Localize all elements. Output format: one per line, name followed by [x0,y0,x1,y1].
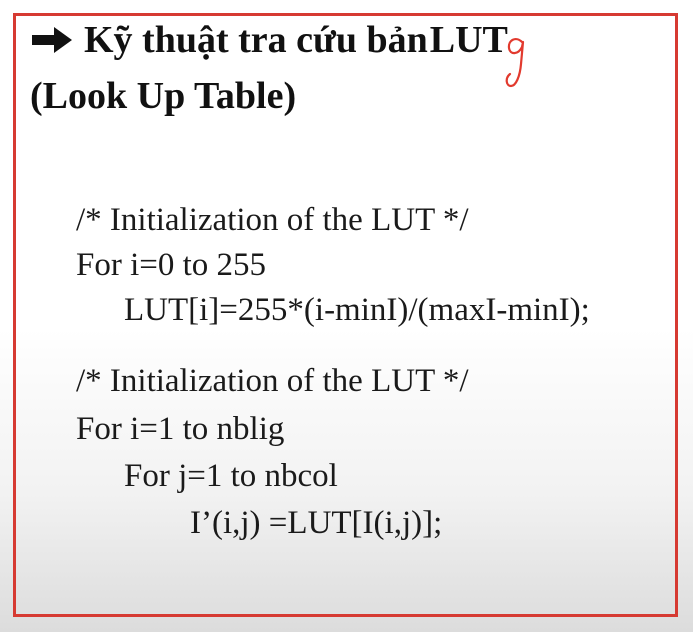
code-loop-1: For i=0 to 255 [76,247,267,283]
right-arrow-icon [32,27,72,53]
slide-title: Kỹ thuật tra cứu bảnLUT (Look Up Table) [30,12,670,124]
code-comment-2: /* Initialization of the LUT */ [76,363,469,399]
code-loop-inner: For j=1 to nbcol [124,458,338,494]
code-body-1: LUT[i]=255*(i-minI)/(maxI-minI); [124,292,590,328]
slide-border [13,13,678,617]
title-text-part1: Kỹ thuật tra cứu bản [84,19,428,61]
code-comment-1: /* Initialization of the LUT */ [76,202,469,238]
title-line-2: (Look Up Table) [30,75,297,117]
handwritten-g-annotation [505,38,525,88]
code-body-2: I’(i,j) =LUT[I(i,j)]; [190,505,443,541]
title-line-1: Kỹ thuật tra cứu bảnLUT [30,12,670,68]
title-text-part2: LUT [429,19,508,61]
code-loop-outer: For i=1 to nblig [76,411,285,447]
